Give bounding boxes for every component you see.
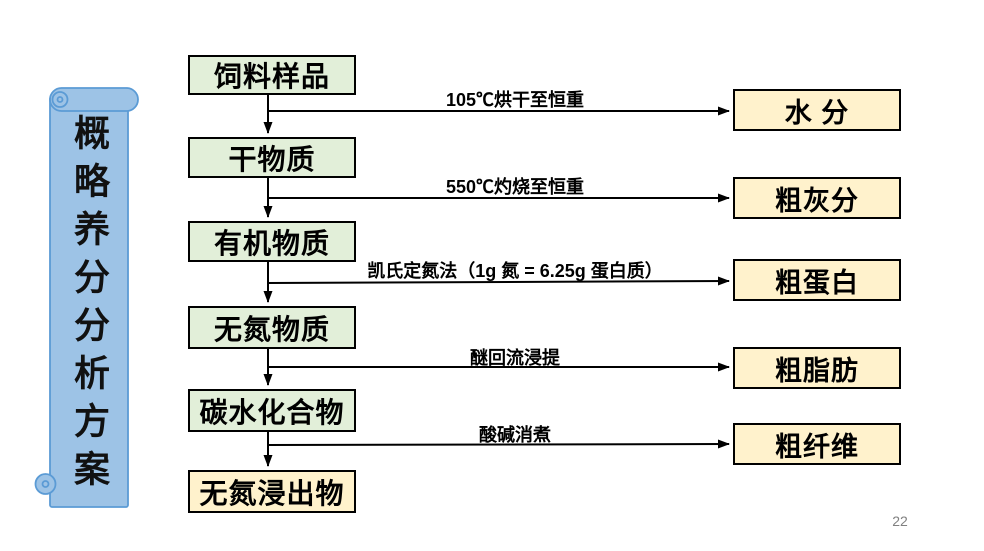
method-label-acid-alkali-digestion: 酸碱消煮	[479, 425, 551, 445]
flow-box-feed-sample: 饲料样品	[188, 55, 356, 95]
scroll-shape-icon	[34, 87, 139, 508]
flow-box-dry-matter: 干物质	[188, 137, 356, 178]
result-box-crude-ash: 粗灰分	[733, 177, 901, 219]
method-label-ether-extraction: 醚回流浸提	[470, 348, 560, 368]
method-label-kjeldahl: 凯氏定氮法（1g 氮 = 6.25g 蛋白质）	[367, 261, 663, 281]
method-label-drying: 105℃烘干至恒重	[445, 90, 585, 110]
result-box-crude-fiber: 粗纤维	[733, 423, 901, 465]
flow-box-nitrogen-free-extract: 无氮浸出物	[188, 470, 356, 513]
result-box-moisture: 水 分	[733, 89, 901, 131]
banner-title: 概略养分分析方案	[69, 114, 109, 498]
flow-box-nitrogen-free-matter: 无氮物质	[188, 306, 356, 349]
page-number: 22	[892, 513, 908, 529]
title-banner: 概略养分分析方案	[33, 84, 143, 526]
result-box-crude-fat: 粗脂肪	[733, 347, 901, 389]
flow-box-organic-matter: 有机物质	[188, 221, 356, 262]
flow-box-carbohydrate: 碳水化合物	[188, 389, 356, 432]
result-box-crude-protein: 粗蛋白	[733, 259, 901, 301]
method-label-ashing: 550℃灼烧至恒重	[445, 177, 585, 197]
